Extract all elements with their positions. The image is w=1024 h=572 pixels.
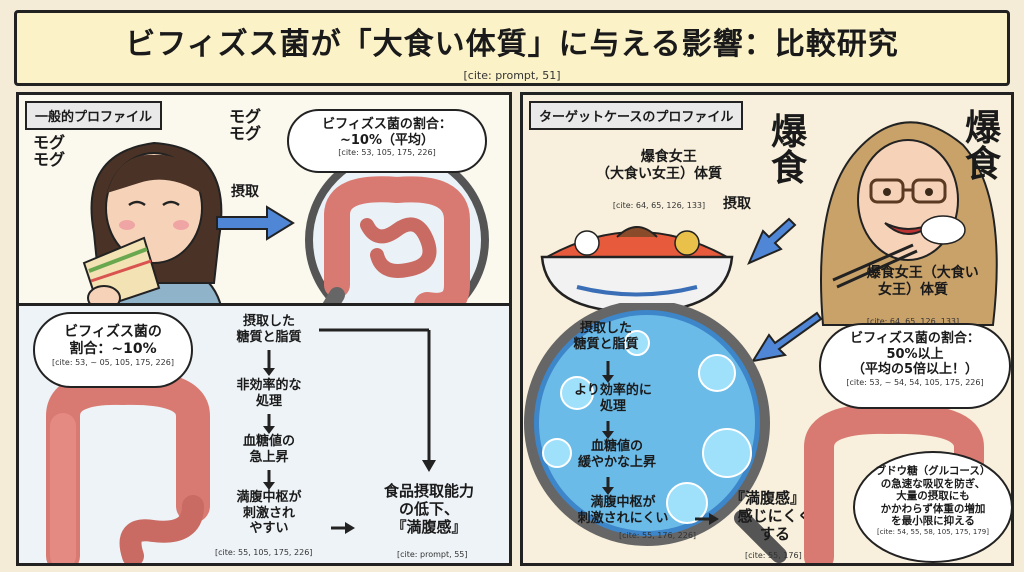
target-profile-tag: ターゲットケースのプロファイル: [529, 101, 744, 130]
flow-step-blood-sugar-right: 血糖値の 緩やかな上昇: [577, 439, 656, 470]
intake-arrow: [216, 205, 295, 241]
ratio-speech-bubble: ビフィズス菌の割合： ~10%（平均） [cite: 53, 105, 175,…: [287, 109, 487, 173]
intestine-magnifier: [299, 148, 489, 345]
ratio-bubble2-text: ビフィズス菌の 割合：~10%: [64, 324, 162, 357]
flow-step-intake-right: 摂取した 糖質と脂質: [573, 321, 639, 352]
flow-step-processing-right: より効率的に 処理: [574, 383, 652, 414]
flow-arrows: [263, 328, 436, 534]
chewing-sfx-left: モグ モグ: [33, 133, 66, 169]
ratio-bubble-right-text: ビフィズス菌の割合： 50%以上 （平均の5倍以上！）: [850, 331, 980, 378]
target-result-cite: [cite: 55, 176]: [745, 551, 802, 560]
glucose-note-cite: [cite: 54, 55, 58, 105, 175, 179]: [877, 527, 989, 536]
binge-sfx-right: 爆 食: [965, 108, 1002, 185]
ratio-speech-bubble-2: ビフィズス菌の 割合：~10% [cite: 53, ~ 05, 105, 17…: [33, 312, 193, 388]
bacteria-magnifier: [524, 303, 787, 563]
food-bowl-illustration: [540, 226, 734, 314]
general-profile-panel: 一般的プロファイル モグ モグ モグ モグ 摂取 ビフィズス菌の割合： ~10%…: [16, 92, 512, 566]
queen-label-cite: [cite: 64, 65, 126, 133]: [612, 201, 706, 210]
binge-sfx-left: 爆 食: [771, 112, 808, 189]
large-intestine-illustration: [46, 370, 210, 563]
flow-step-satiety-right: 満腹中枢が 刺激されにくい: [577, 495, 669, 526]
flow-step-satiety-cite: [cite: 55, 105, 175, 226]: [215, 548, 313, 557]
target-result: 『満腹感』を 感じにくく する: [729, 489, 820, 543]
flow-step-blood-sugar: 血糖値の 急上昇: [242, 434, 295, 465]
flow-step-satiety-right-cite: [cite: 55, 176, 226]: [619, 531, 697, 540]
target-profile-panel: ターゲットケースのプロファイル 爆 食 爆 食 爆食女王 （大食い女王）体質 […: [520, 92, 1014, 566]
queen-label: 爆食女王 （大食い女王）体質 [cite: 64, 65, 126, 133]: [579, 131, 739, 246]
queen-label2-text: 爆食女王（大食い 女王）体質: [866, 264, 979, 299]
magnifier-arrow: [750, 311, 823, 363]
queen-label-text: 爆食女王 （大食い女王）体質: [596, 148, 722, 183]
large-intestine-illustration-right: [804, 403, 984, 563]
general-mechanism-section: ビフィズス菌の 割合：~10% [cite: 53, ~ 05, 105, 17…: [19, 303, 509, 563]
glucose-note-bubble: ブドウ糖（グルコース） の急速な吸収を防ぎ、 大量の摂取にも かかわらず体重の増…: [853, 451, 1011, 563]
title-cite: [cite: prompt, 51]: [463, 69, 561, 82]
general-result-cite: [cite: prompt, 55]: [397, 550, 468, 559]
flow-step-satiety: 満腹中枢が 刺激され やすい: [236, 490, 302, 537]
ratio-bubble2-cite: [cite: 53, ~ 05, 105, 175, 226]: [52, 357, 174, 367]
ratio-bubble-text: ビフィズス菌の割合： ~10%（平均）: [322, 117, 452, 148]
flow-arrows-right: [602, 361, 719, 525]
ratio-speech-bubble-right: ビフィズス菌の割合： 50%以上 （平均の5倍以上！） [cite: 53, ~…: [819, 323, 1011, 409]
intake-label: 摂取: [231, 184, 259, 200]
queen-label-2: 爆食女王（大食い 女王）体質 [cite: 64, 65, 126, 133]: [813, 247, 1011, 362]
title-banner: ビフィズス菌が「大食い体質」に与える影響：比較研究 [cite: prompt,…: [14, 10, 1010, 86]
general-result: 食品摂取能力 の低下、 『満腹感』: [383, 482, 474, 536]
intake-arrow-right: [747, 217, 797, 265]
general-profile-tag: 一般的プロファイル: [25, 101, 163, 130]
glucose-note-text: ブドウ糖（グルコース） の急速な吸収を防ぎ、 大量の摂取にも かかわらず体重の増…: [875, 465, 991, 528]
intake-label-right: 摂取: [723, 196, 751, 212]
flow-step-processing: 非効率的な 処理: [236, 378, 302, 409]
woman-with-glasses-illustration: [820, 121, 998, 326]
page-title: ビフィズス菌が「大食い体質」に与える影響：比較研究: [125, 27, 899, 62]
chewing-sfx-right: モグ モグ: [229, 107, 262, 143]
flow-step-intake: 摂取した 糖質と脂質: [236, 314, 302, 345]
ratio-bubble-cite: [cite: 53, 105, 175, 226]: [338, 148, 436, 158]
ratio-bubble-right-cite: [cite: 53, ~ 54, 54, 105, 175, 226]: [846, 377, 984, 387]
queen-label2-cite: [cite: 64, 65, 126, 133]: [866, 317, 960, 326]
